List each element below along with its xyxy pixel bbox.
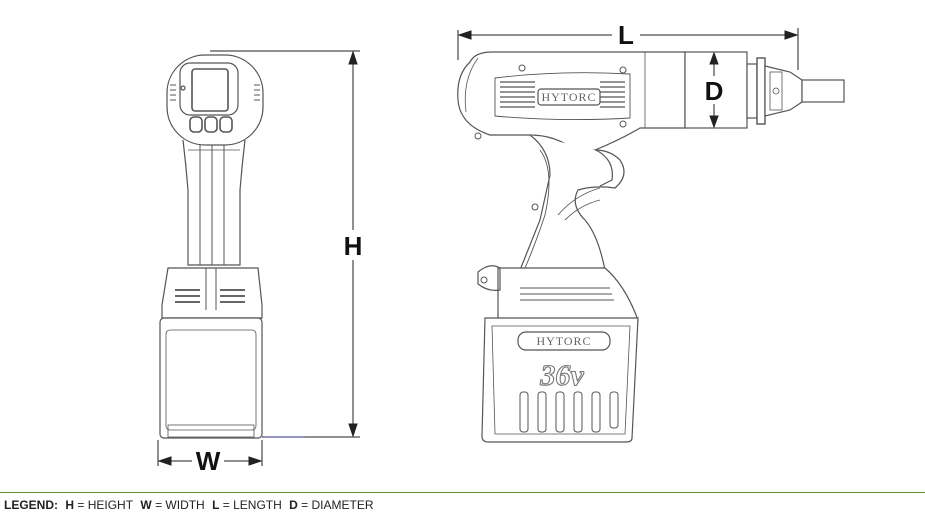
front-view-latch-lines	[175, 289, 245, 303]
side-view-trigger	[595, 149, 614, 187]
legend-d-value: = DIAMETER	[301, 498, 374, 512]
height-label: H	[344, 231, 363, 261]
side-view-battery-brand-plate	[517, 331, 611, 351]
battery-brand-text: HYTORC	[536, 334, 591, 348]
side-view-battery-ribs	[519, 391, 619, 433]
legend-w-key: W	[140, 498, 152, 512]
legend-divider	[0, 492, 925, 493]
legend-h-value: = HEIGHT	[77, 498, 134, 512]
front-view-display-screen	[191, 68, 229, 112]
front-view-button-middle	[204, 116, 218, 133]
front-view-head-vents	[170, 84, 260, 101]
legend-d-key: D	[289, 498, 298, 512]
legend-w-value: = WIDTH	[155, 498, 205, 512]
diameter-dimension	[709, 51, 719, 129]
front-view-indicator	[180, 85, 186, 91]
side-view-vents	[500, 81, 625, 108]
width-label: W	[196, 446, 221, 476]
diameter-label: D	[705, 76, 724, 106]
front-view-handle	[182, 139, 246, 266]
front-view-button-right	[219, 116, 233, 133]
side-view-chuck	[746, 57, 803, 125]
side-view	[457, 51, 845, 443]
front-view-button-left	[189, 116, 203, 133]
legend: LEGEND: H = HEIGHT W = WIDTH L = LENGTH …	[4, 498, 378, 512]
length-label: L	[618, 20, 634, 50]
legend-l-value: = LENGTH	[222, 498, 282, 512]
front-view	[159, 54, 264, 439]
legend-l-key: L	[212, 498, 220, 512]
side-view-square-drive	[801, 79, 845, 103]
front-view-battery	[159, 317, 263, 439]
side-view-handle	[519, 134, 625, 271]
legend-title: LEGEND:	[4, 498, 58, 512]
front-view-display-frame	[179, 62, 239, 116]
battery-voltage-text: 36v	[539, 359, 584, 392]
tool-dimension-drawing: H W	[157, 20, 845, 476]
front-view-battery-mount	[161, 267, 263, 319]
legend-h-key: H	[65, 498, 75, 512]
side-view-brand-plate	[537, 88, 601, 106]
side-brand-text: HYTORC	[541, 90, 596, 104]
